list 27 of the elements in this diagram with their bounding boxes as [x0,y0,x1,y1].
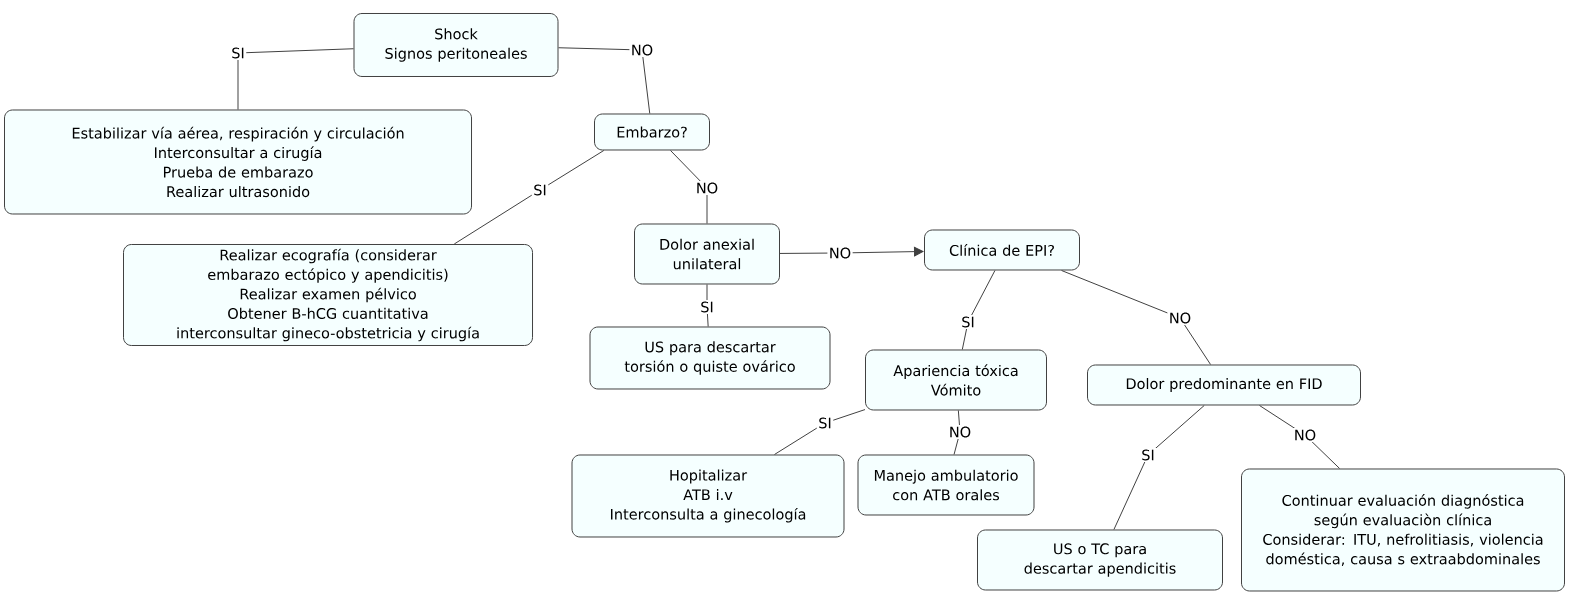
flow-box: Dolor anexial unilateral [634,223,780,285]
flow-box: Continuar evaluación diagnóstica según evaluaciòn clínica Considerar: ITU, nefrolitiasis, violencia doméstica, causa s extraabdominales [1241,468,1565,592]
flow-box: Shock Signos peritoneales [353,13,559,77]
connector [774,409,866,455]
connector [961,270,996,350]
connector [453,150,605,245]
flow-box: US para descartar torsión o quiste ovárico [589,326,831,390]
flow-box: Manejo ambulatorio con ATB orales [857,454,1035,516]
connector [706,284,709,327]
edge-label: NO [1292,428,1318,442]
flow-box: Clínica de EPI? [924,229,1080,271]
edge-label: NO [1167,311,1193,325]
edge-label: NO [629,43,655,57]
flow-box: Realizar ecografía (considerar embarazo ectópico y apendicitis) Realizar examen pélvico Obtener B-hCG cuantitativa interconsultar gineco-obstetricia y cirugía [123,244,533,346]
flow-box: Dolor predominante en FID [1087,364,1361,406]
edge-label: NO [694,181,720,195]
edge-label: NO [827,246,853,260]
connector [237,48,354,110]
connector [1061,270,1212,365]
edge-label: NO [947,425,973,439]
flow-box: Hopitalizar ATB i.v Interconsulta a ginecología [571,454,845,538]
flow-box: Embarzo? [594,113,710,151]
flow-box: Estabilizar vía aérea, respiración y circulación Interconsultar a cirugía Prueba de embarazo Realizar ultrasonido [4,109,472,215]
connector [779,246,924,257]
connector [1113,405,1205,530]
flow-box: Apariencia tóxica Vómito [865,349,1047,411]
flow-box: US o TC para descartar apendicitis [977,529,1223,591]
